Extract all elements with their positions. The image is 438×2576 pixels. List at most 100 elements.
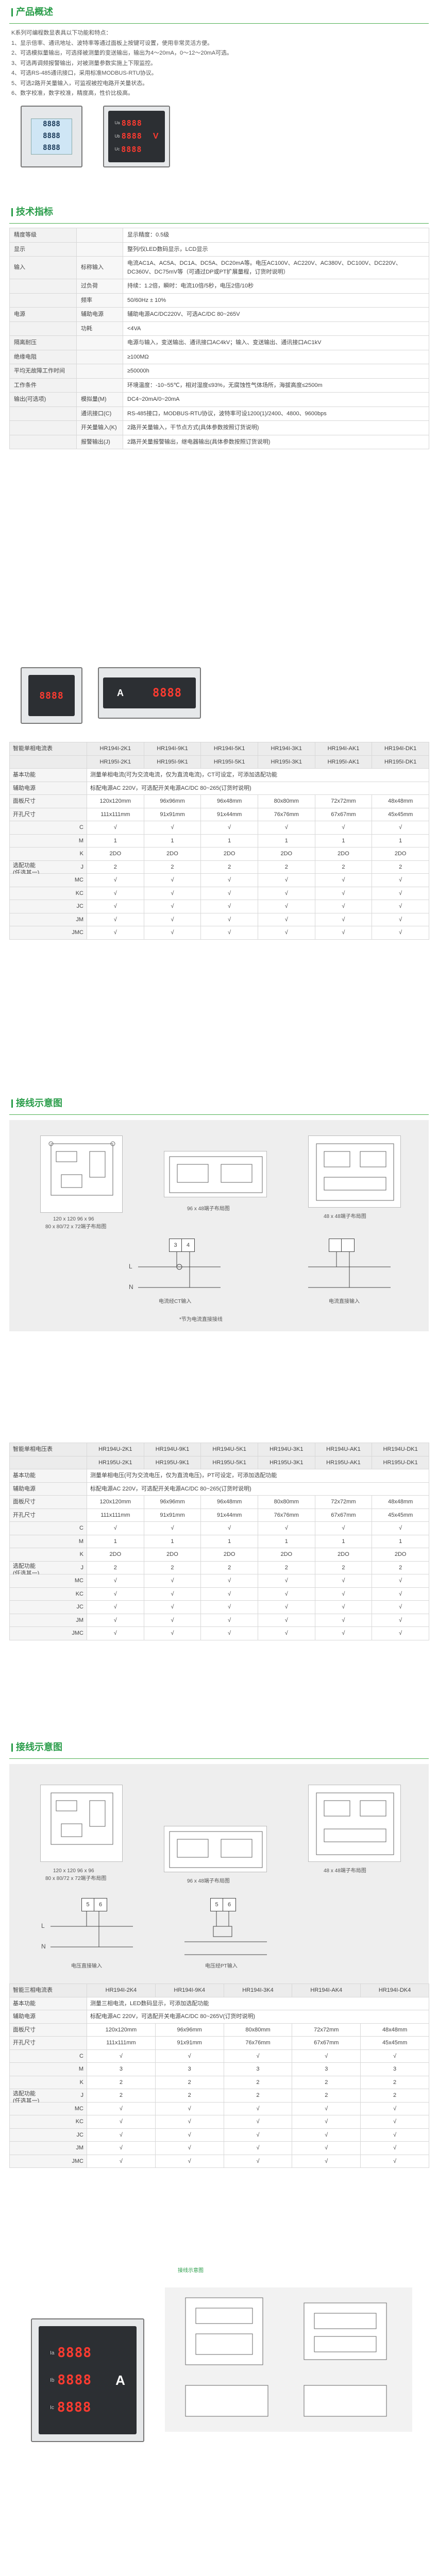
option-cell: 2 — [155, 2075, 224, 2089]
terminal-block-ct: 3 4 — [169, 1239, 195, 1252]
basic-row: 基本功能测量单相电流(可为交流电流，仅为直流电流)，CT可设定，可添加选配功能 — [9, 768, 429, 782]
spec-key — [9, 293, 77, 308]
spec-subkey: 报警输出(J) — [76, 434, 123, 449]
option-cell: √ — [143, 873, 201, 887]
option-cell: √ — [87, 912, 144, 926]
option-cell: √ — [87, 886, 144, 900]
option-cell: 2 — [87, 2075, 156, 2089]
option-cell: 2 — [292, 2075, 361, 2089]
table-title: 智能单相电压表 — [9, 1443, 87, 1456]
terminal-square-drawing — [50, 1792, 113, 1845]
option-code-cell: MC — [9, 2102, 87, 2115]
option-code-cell: M — [9, 2062, 87, 2076]
aux-label: 辅助电源 — [9, 781, 87, 795]
hole-cell: 111x111mm — [87, 1508, 144, 1522]
intro-point: 4、可选RS-485通讯接口，采用标准MODBUS-RTU协议。 — [11, 70, 157, 76]
option-cell: 2 — [360, 2075, 429, 2089]
option-code: J — [80, 1564, 84, 1571]
option-code-cell: C — [9, 1521, 87, 1535]
option-cell: 2 — [87, 1561, 144, 1574]
option-cell: √ — [223, 2049, 293, 2063]
table-title: 智能单相电流表 — [9, 742, 87, 756]
option-code: C — [79, 1525, 83, 1531]
option-code-cell: 选配功能 (任选其一)J — [9, 2089, 87, 2104]
caption-layout: 80 x 80/72 x 72端子布局图 — [45, 1876, 107, 1882]
spec-row: 平均无故障工作时间 ≥50000h — [9, 364, 429, 379]
wiring1-box: 120 x 120 96 x 96 80 x 80/72 x 72端子布局图 9… — [9, 1120, 429, 1331]
wiring1-title: 接线示意图 — [9, 1096, 429, 1110]
spec-key — [9, 279, 77, 294]
option-cell: √ — [155, 2115, 224, 2129]
option-cell: √ — [314, 1587, 373, 1601]
model-cell: HR194I-AK4 — [292, 1984, 361, 1997]
model-cell: HR194U-5K1 — [200, 1443, 258, 1456]
spec-row: 过负荷持续：1.2倍，瞬时：电流10倍/5秒，电压2倍/10秒 — [9, 279, 429, 294]
option-cell: 2DO — [314, 847, 373, 861]
model-cell: HR195U-5K1 — [200, 1455, 258, 1469]
title-bar — [11, 8, 13, 16]
option-code: JM — [76, 1617, 83, 1623]
option-cell: √ — [314, 1613, 373, 1627]
option-row: C√√√√√ — [9, 2049, 429, 2063]
option-code: K — [79, 1551, 83, 1557]
option-cell: √ — [257, 1587, 315, 1601]
aux-row: 辅助电源标配电源AC 220V，可选配开关电源AC/DC 80~265V(订货时… — [9, 2010, 429, 2024]
basic-value: 测量单相电流(可为交流电流，仅为直流电流)，CT可设定，可添加选配功能 — [87, 768, 429, 782]
spec-subkey: 通讯接口(C) — [76, 406, 123, 421]
option-code-cell: JC — [9, 900, 87, 913]
spec-row: 工作条件环境温度：-10~55℃，相对湿度≤93%，无腐蚀性气体场所，海拔高度≤… — [9, 378, 429, 393]
option-cell: √ — [155, 2154, 224, 2168]
option-cell: √ — [257, 821, 315, 835]
model-cell: HR195I-DK1 — [372, 755, 429, 769]
panel-cell: 80x80mm — [257, 794, 315, 808]
panel-label: 面板尺寸 — [9, 794, 87, 808]
wiring2-title: 接线示意图 — [9, 1740, 429, 1754]
direct-wiring-drawing — [308, 1251, 391, 1288]
caption-4848: 48 x 48端子布局图 — [324, 1868, 366, 1874]
spec-row: 输入标称输入电流AC1A、AC5A、DC1A、DC5A、DC20mA等。电压AC… — [9, 256, 429, 279]
spec-subkey: 功耗 — [76, 321, 123, 336]
spec-key: 平均无故障工作时间 — [9, 364, 77, 379]
ct-note: 电流经CT输入 — [159, 1299, 192, 1304]
panel-label: 面板尺寸 — [9, 1495, 87, 1509]
spec-value: ≥50000h — [123, 364, 429, 379]
option-code-cell: M — [9, 1534, 87, 1548]
option-code: J — [80, 863, 84, 870]
direct-voltage-drawing — [50, 1911, 133, 1947]
option-cell: √ — [200, 1587, 258, 1601]
spec-row: 绝缘电阻≥100MΩ — [9, 349, 429, 364]
option-cell: 1 — [314, 1534, 373, 1548]
spec-key: 电源 — [9, 307, 77, 322]
lcd-meter-image: 8888 8888 8888 — [21, 105, 82, 167]
option-cell: √ — [372, 1521, 429, 1535]
option-code-cell: C — [9, 821, 87, 835]
spec-row: 精度等级显示精度：0.5级 — [9, 228, 429, 243]
line-n-label: N — [41, 1943, 46, 1950]
hole-cell: 45x45mm — [372, 807, 429, 821]
option-cell: 2 — [372, 860, 429, 874]
option-code-cell: JMC — [9, 2154, 87, 2168]
aux-row: 辅助电源标配电源AC 220V，可选配开关电源AC/DC 80~265(订货时说… — [9, 1482, 429, 1496]
spec-key: 绝缘电阻 — [9, 349, 77, 364]
intro-point: 3、可选再调频报警输出，对被测量参数实施上下限监控。 — [11, 60, 157, 66]
spec-row: 电源辅助电源辅助电源AC/DC220V、可选AC/DC 80~265V — [9, 307, 429, 322]
model-cell: HR195I-AK1 — [314, 755, 373, 769]
aux-label: 辅助电源 — [9, 1482, 87, 1496]
intro-title-text: 产品概述 — [16, 7, 53, 17]
model-cell: HR194U-2K1 — [87, 1443, 144, 1456]
intro-lead: K系列可编程数显表具以下功能和特点： — [11, 30, 112, 36]
option-row: C√√√√√√ — [9, 1521, 429, 1535]
